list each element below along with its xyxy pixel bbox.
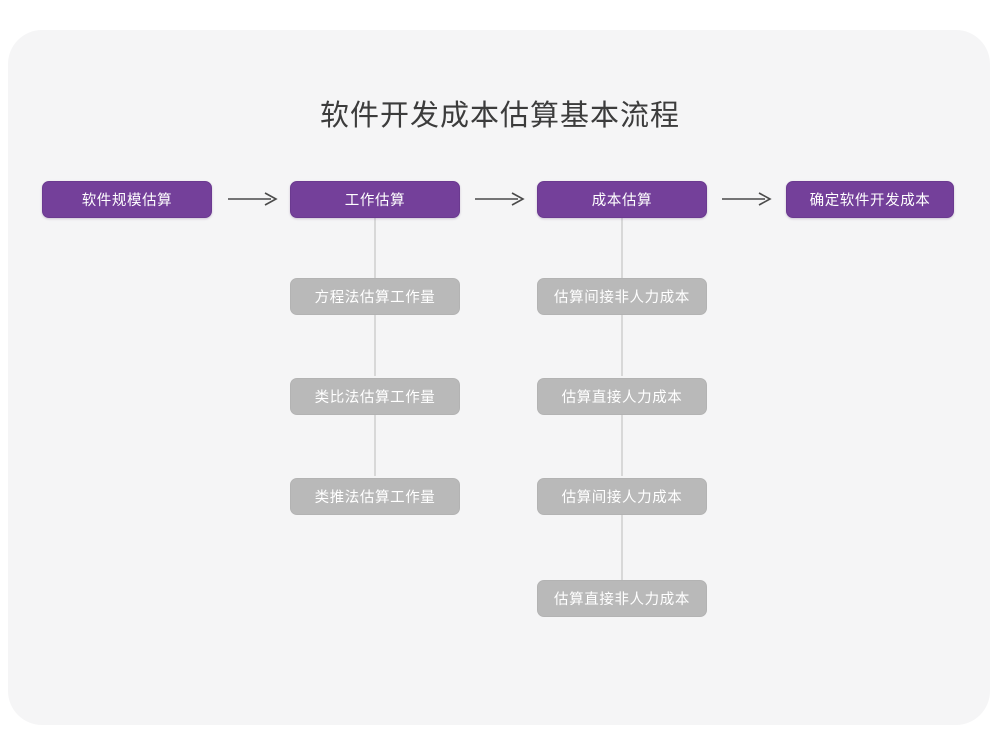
flow-node-determine-development-cost[interactable]: 确定软件开发成本 [786,181,954,218]
arrow-3 [722,192,772,206]
branch-node-analogy-method-effort[interactable]: 类比法估算工作量 [290,378,460,415]
diagram-card [8,30,990,725]
arrow-2 [475,192,525,206]
branch-node-inference-method-effort[interactable]: 类推法估算工作量 [290,478,460,515]
branch-node-indirect-labor-cost[interactable]: 估算间接人力成本 [537,478,707,515]
flow-node-cost-estimation[interactable]: 成本估算 [537,181,707,218]
connector-line-col2-seg3 [621,414,623,476]
branch-node-equation-method-effort[interactable]: 方程法估算工作量 [290,278,460,315]
connector-line-col2-seg2 [621,314,623,376]
page-title: 软件开发成本估算基本流程 [319,100,680,132]
arrow-1 [228,192,278,206]
connector-line-col1-seg2 [374,314,376,376]
flow-node-software-scale-estimation[interactable]: 软件规模估算 [42,181,212,218]
connector-line-col2-seg1 [621,218,623,280]
connector-line-col1-seg3 [374,414,376,476]
connector-line-col1-seg1 [374,218,376,280]
flow-node-effort-estimation[interactable]: 工作估算 [290,181,460,218]
branch-node-direct-labor-cost[interactable]: 估算直接人力成本 [537,378,707,415]
branch-node-indirect-nonlabor-cost[interactable]: 估算间接非人力成本 [537,278,707,315]
branch-node-direct-nonlabor-cost[interactable]: 估算直接非人力成本 [537,580,707,617]
connector-line-col2-seg4 [621,514,623,580]
